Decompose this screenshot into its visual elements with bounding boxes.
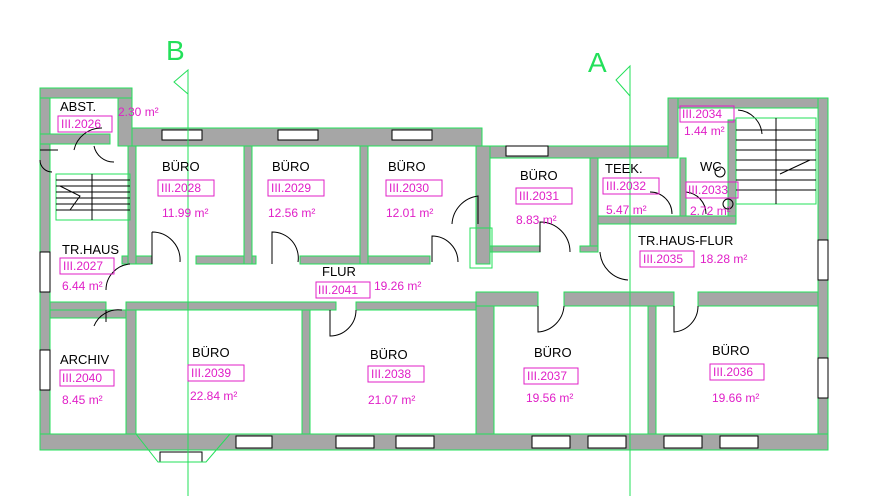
room-area: 11.99 m² bbox=[162, 206, 208, 220]
room-name: BÜRO bbox=[370, 347, 408, 362]
room-name: WC bbox=[700, 159, 722, 174]
room-teekueche: TEEK. III.2032 5.47 m² bbox=[602, 161, 660, 217]
room-area: 18.28 m² bbox=[700, 252, 747, 266]
room-id: III.2032 bbox=[606, 179, 646, 193]
room-name: BÜRO bbox=[192, 345, 230, 360]
room-area: 8.83 m² bbox=[516, 213, 557, 227]
staircase-east bbox=[735, 117, 817, 205]
room-buero-2031: BÜRO III.2031 8.83 m² bbox=[515, 168, 573, 227]
room-id: III.2040 bbox=[62, 371, 102, 385]
room-flur: FLUR III.2041 19.26 m² bbox=[315, 264, 421, 299]
room-buero-2030: BÜRO III.2030 12.01 m² bbox=[385, 159, 443, 220]
room-2034: III.2034 1.44 m² bbox=[679, 105, 735, 138]
room-area: 12.01 m² bbox=[386, 206, 433, 220]
room-area: 19.26 m² bbox=[374, 279, 421, 293]
room-area: 2.30 m² bbox=[118, 105, 159, 119]
room-wc: WC III.2033 2.72 m² bbox=[685, 159, 739, 218]
room-id: III.2041 bbox=[318, 283, 358, 297]
room-id: III.2035 bbox=[643, 252, 683, 266]
room-archiv: ARCHIV III.2040 8.45 m² bbox=[59, 352, 115, 407]
room-name: ARCHIV bbox=[60, 352, 109, 367]
room-treppenhaus: TR.HAUS III.2027 6.44 m² bbox=[59, 242, 119, 293]
room-id: III.2034 bbox=[682, 107, 722, 121]
room-id: III.2033 bbox=[688, 183, 728, 197]
room-id: III.2039 bbox=[191, 366, 231, 380]
wc-fixture-icon bbox=[714, 166, 726, 178]
room-treppenhaus-flur: TR.HAUS-FLUR III.2035 18.28 m² bbox=[638, 233, 747, 268]
room-id: III.2027 bbox=[63, 259, 103, 273]
section-marker-b: B bbox=[166, 35, 189, 496]
room-id: III.2036 bbox=[713, 365, 753, 379]
room-id: III.2031 bbox=[519, 189, 559, 203]
room-name: BÜRO bbox=[388, 159, 426, 174]
room-buero-2036: BÜRO III.2036 19.66 m² bbox=[709, 343, 765, 405]
room-name: TR.HAUS-FLUR bbox=[638, 233, 733, 248]
room-area: 22.84 m² bbox=[190, 389, 237, 403]
room-id: III.2029 bbox=[271, 181, 311, 195]
section-marker-a: A bbox=[588, 47, 631, 496]
room-name: TEEK. bbox=[605, 161, 643, 176]
room-name: BÜRO bbox=[520, 168, 558, 183]
room-name: BÜRO bbox=[534, 345, 572, 360]
room-area: 19.66 m² bbox=[712, 391, 759, 405]
room-area: 19.56 m² bbox=[526, 391, 573, 405]
room-name: TR.HAUS bbox=[62, 242, 119, 257]
windows bbox=[39, 129, 829, 463]
section-label-b: B bbox=[166, 35, 185, 66]
room-buero-2038: BÜRO III.2038 21.07 m² bbox=[367, 347, 425, 407]
section-label-a: A bbox=[588, 47, 607, 78]
walls bbox=[39, 87, 829, 451]
room-name: BÜRO bbox=[712, 343, 750, 358]
room-name: ABST. bbox=[60, 99, 96, 114]
room-id: III.2028 bbox=[161, 181, 201, 195]
room-buero-2037: BÜRO III.2037 19.56 m² bbox=[523, 345, 579, 405]
room-area: 8.45 m² bbox=[62, 393, 103, 407]
sink-icon bbox=[722, 198, 734, 210]
recess-outline bbox=[469, 227, 493, 269]
room-buero-2039: BÜRO III.2039 22.84 m² bbox=[187, 345, 245, 403]
room-id: III.2030 bbox=[389, 181, 429, 195]
room-name: BÜRO bbox=[162, 159, 200, 174]
room-area: 2.72 m² bbox=[690, 204, 731, 218]
staircase-west bbox=[55, 173, 131, 221]
room-name: FLUR bbox=[322, 264, 356, 279]
room-abst: ABST. III.2026 2.30 m² bbox=[57, 99, 159, 133]
room-id: III.2026 bbox=[61, 117, 101, 131]
room-area: 12.56 m² bbox=[268, 206, 315, 220]
room-id: III.2037 bbox=[527, 369, 567, 383]
room-id: III.2038 bbox=[371, 367, 411, 381]
doors bbox=[39, 109, 763, 337]
room-buero-2028: BÜRO III.2028 11.99 m² bbox=[157, 159, 215, 220]
room-area: 6.44 m² bbox=[62, 279, 103, 293]
room-area: 21.07 m² bbox=[368, 393, 415, 407]
room-buero-2029: BÜRO III.2029 12.56 m² bbox=[267, 159, 325, 220]
room-area: 5.47 m² bbox=[606, 203, 647, 217]
room-area: 1.44 m² bbox=[684, 124, 725, 138]
room-name: BÜRO bbox=[272, 159, 310, 174]
